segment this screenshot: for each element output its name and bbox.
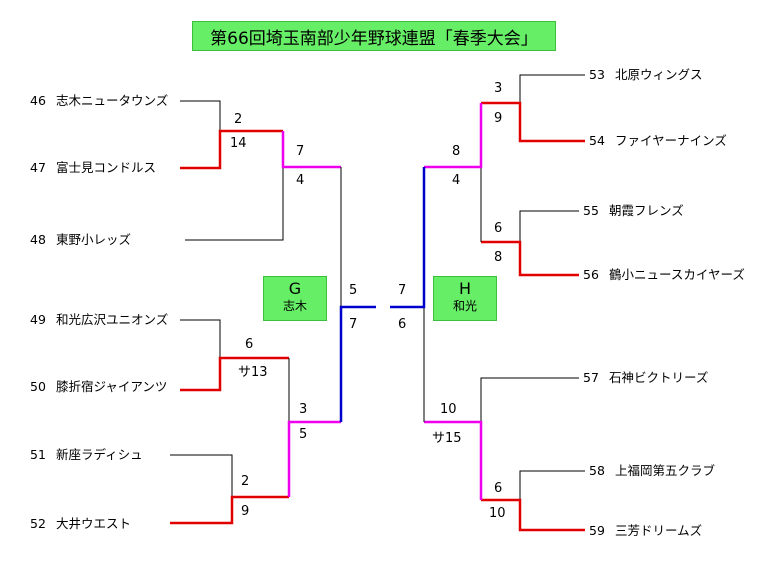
team-number: 58 bbox=[589, 463, 605, 478]
score-l-r2b-bot: 5 bbox=[299, 427, 308, 442]
team-name: 新座ラディシュ bbox=[56, 447, 143, 462]
bracket-line-49 bbox=[180, 319, 221, 358]
team-number: 48 bbox=[30, 232, 46, 247]
score-l-r1a-bot: 14 bbox=[230, 136, 247, 151]
team-number: 47 bbox=[30, 160, 46, 175]
bracket-line-r2b-right-win bbox=[424, 420, 483, 500]
bracket-line-46 bbox=[180, 100, 221, 131]
team-number: 57 bbox=[583, 370, 599, 385]
group-g-box: G 志木 bbox=[263, 276, 327, 321]
bracket-line-semi-left-win bbox=[339, 305, 376, 422]
team-number: 46 bbox=[30, 93, 46, 108]
team-47: 47 富士見コンドルス bbox=[30, 161, 156, 175]
group-h-letter: H bbox=[458, 279, 472, 298]
team-number: 56 bbox=[583, 267, 599, 282]
team-name: 朝霞フレンズ bbox=[609, 203, 684, 218]
score-r-r2a-top: 8 bbox=[452, 144, 461, 159]
bracket-line-52-win bbox=[170, 495, 289, 525]
team-number: 54 bbox=[589, 133, 605, 148]
score-l-r2a-bot: 4 bbox=[296, 173, 305, 188]
bracket-line-r2a-win bbox=[281, 131, 341, 169]
page-title: 第66回埼玉南部少年野球連盟「春季大会」 bbox=[192, 21, 556, 51]
team-55: 55 朝霞フレンズ bbox=[583, 204, 684, 218]
team-59: 59 三芳ドリームズ bbox=[589, 524, 702, 538]
bracket-line-r2a-right-win bbox=[424, 103, 483, 169]
team-name: 北原ウィングス bbox=[615, 67, 703, 82]
score-l-r1b-bot: サ13 bbox=[238, 365, 268, 380]
score-l-r2b-top: 3 bbox=[299, 402, 308, 417]
team-name: 鶴小ニュースカイヤーズ bbox=[609, 267, 745, 282]
bracket-line-51 bbox=[170, 454, 233, 497]
score-l-r1a-top: 2 bbox=[234, 112, 243, 127]
team-53: 53 北原ウィングス bbox=[589, 68, 703, 82]
bracket-line-r2b-win bbox=[287, 420, 341, 497]
score-l-r1b-top: 6 bbox=[245, 337, 254, 352]
team-name: 膝折宿ジャイアンツ bbox=[56, 379, 168, 394]
score-l-semi-top: 5 bbox=[349, 283, 358, 298]
score-r-r1a-top: 3 bbox=[494, 81, 503, 96]
bracket-line-58 bbox=[519, 470, 585, 500]
team-46: 46 志木ニュータウンズ bbox=[30, 94, 168, 108]
team-name: 石神ビクトリーズ bbox=[609, 370, 709, 385]
team-name: 志木ニュータウンズ bbox=[56, 93, 169, 108]
team-name: 富士見コンドルス bbox=[56, 160, 157, 175]
score-l-r2a-top: 7 bbox=[296, 144, 305, 159]
bracket-line-59-win bbox=[481, 498, 585, 532]
bracket-line-semi-right-win bbox=[390, 167, 426, 309]
team-name: 大井ウエスト bbox=[56, 516, 132, 531]
team-54: 54 ファイヤーナインズ bbox=[589, 134, 727, 148]
team-name: 東野小レッズ bbox=[56, 232, 132, 247]
score-l-r1c-bot: 9 bbox=[241, 504, 250, 519]
team-49: 49 和光広沢ユニオンズ bbox=[30, 313, 168, 327]
team-number: 55 bbox=[583, 203, 599, 218]
score-r-r1c-top: 6 bbox=[494, 481, 503, 496]
team-number: 49 bbox=[30, 312, 46, 327]
team-name: ファイヤーナインズ bbox=[615, 133, 727, 148]
team-50: 50 膝折宿ジャイアンツ bbox=[30, 380, 167, 394]
group-h-box: H 和光 bbox=[433, 276, 497, 321]
score-r-r1b-top: 6 bbox=[494, 221, 503, 236]
team-52: 52 大井ウエスト bbox=[30, 517, 131, 531]
score-r-r1a-bot: 9 bbox=[494, 111, 503, 126]
team-56: 56 鶴小ニュースカイヤーズ bbox=[583, 268, 745, 282]
group-g-venue: 志木 bbox=[282, 299, 307, 313]
group-g-letter: G bbox=[288, 279, 302, 298]
bracket-line-53 bbox=[519, 74, 585, 103]
score-r-r1b-bot: 8 bbox=[494, 250, 503, 265]
score-r-semi-top: 7 bbox=[398, 283, 407, 298]
team-name: 三芳ドリームズ bbox=[615, 523, 703, 538]
score-r-semi-bot: 6 bbox=[398, 317, 407, 332]
score-r-r2b-top: 10 bbox=[440, 402, 457, 417]
team-number: 50 bbox=[30, 379, 46, 394]
bracket-line-56-win bbox=[481, 240, 579, 277]
team-number: 52 bbox=[30, 516, 46, 531]
bracket-line-55 bbox=[519, 210, 579, 242]
team-51: 51 新座ラディシュ bbox=[30, 448, 143, 462]
bracket-line-50-win bbox=[180, 356, 289, 392]
bracket-line-54-win bbox=[481, 101, 585, 143]
team-57: 57 石神ビクトリーズ bbox=[583, 371, 708, 385]
team-number: 59 bbox=[589, 523, 605, 538]
team-number: 51 bbox=[30, 447, 46, 462]
group-h-venue: 和光 bbox=[452, 299, 477, 313]
score-r-r2b-bot: サ15 bbox=[432, 431, 462, 446]
score-r-r2a-bot: 4 bbox=[452, 173, 461, 188]
team-number: 53 bbox=[589, 67, 605, 82]
team-name: 和光広沢ユニオンズ bbox=[56, 312, 169, 327]
bracket-line-47-win bbox=[180, 129, 283, 170]
score-l-r1c-top: 2 bbox=[241, 474, 250, 489]
score-l-semi-bot: 7 bbox=[349, 317, 358, 332]
team-48: 48 東野小レッズ bbox=[30, 233, 131, 247]
team-58: 58 上福岡第五クラブ bbox=[589, 464, 715, 478]
team-name: 上福岡第五クラブ bbox=[615, 463, 716, 478]
score-r-r1c-bot: 10 bbox=[489, 506, 506, 521]
